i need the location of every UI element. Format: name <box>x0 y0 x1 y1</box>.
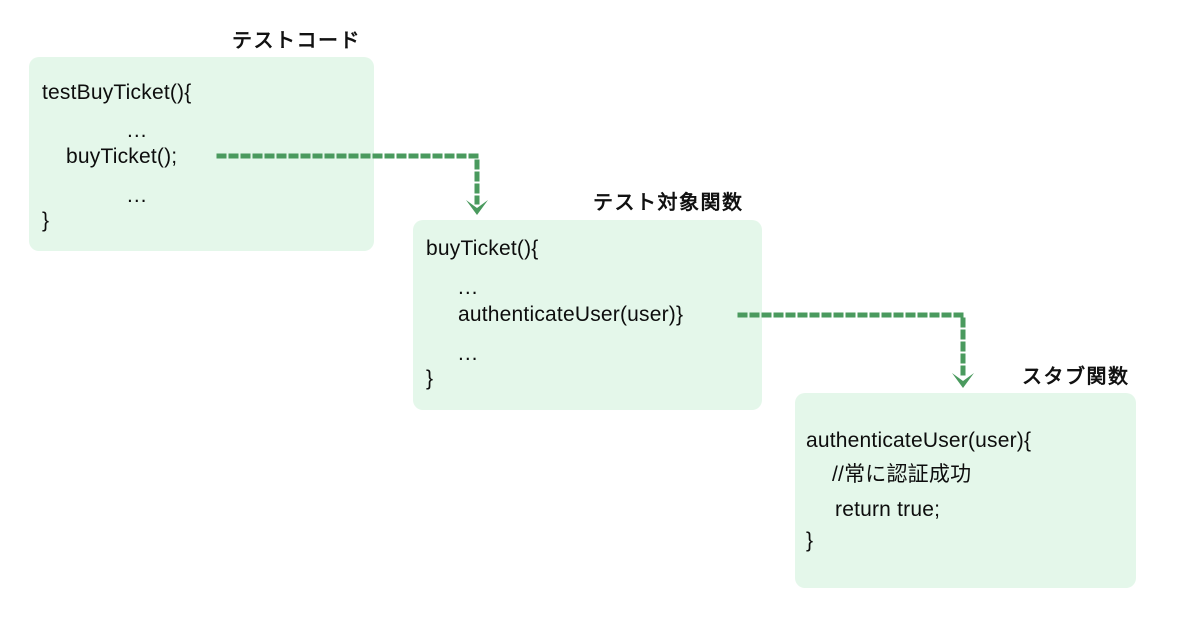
code-line-stub-function-0: authenticateUser(user){ <box>806 429 1032 452</box>
connector-target-to-stub <box>737 312 974 388</box>
code-line-stub-function-2: return true; <box>835 498 941 521</box>
code-line-test-code-1: ... <box>127 119 148 142</box>
box-label-stub-function: スタブ関数 <box>1022 366 1130 388</box>
box-label-target-function: テスト対象関数 <box>593 192 744 214</box>
code-line-test-code-2: buyTicket(); <box>66 145 178 168</box>
code-line-stub-function-1: //常に認証成功 <box>832 463 972 486</box>
code-line-target-function-4: } <box>426 367 434 390</box>
code-line-test-code-3: ... <box>127 184 148 207</box>
code-box-target-function <box>413 220 762 410</box>
code-line-test-code-4: } <box>42 209 50 232</box>
box-label-test-code: テストコード <box>232 30 361 52</box>
code-line-target-function-2: authenticateUser(user)} <box>458 303 684 326</box>
code-box-stub-function <box>795 393 1136 588</box>
arrowhead-icon-test-to-target <box>466 200 488 215</box>
connector-line-target-to-stub <box>737 312 966 378</box>
code-line-target-function-3: ... <box>458 342 479 365</box>
code-line-target-function-0: buyTicket(){ <box>426 237 539 260</box>
arrowhead-icon-target-to-stub <box>952 373 974 388</box>
code-line-test-code-0: testBuyTicket(){ <box>42 81 192 104</box>
code-line-stub-function-3: } <box>806 529 814 552</box>
code-line-target-function-1: ... <box>458 276 479 299</box>
